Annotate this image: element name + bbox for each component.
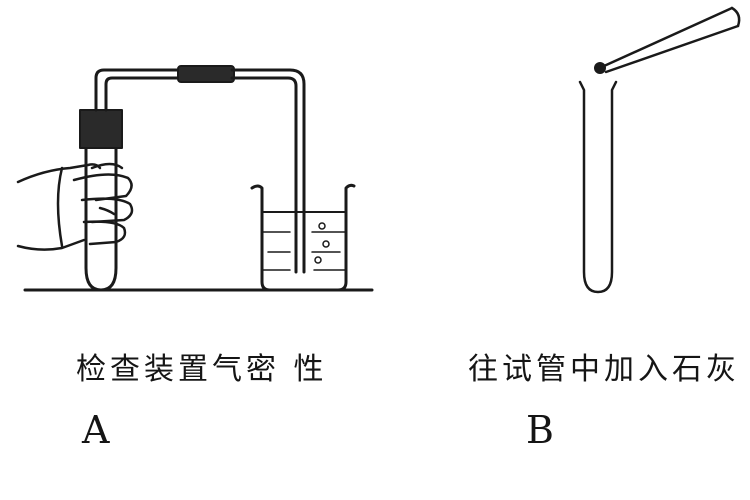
test-tube-b	[578, 80, 618, 294]
delivery-tube	[230, 68, 306, 274]
water-hatching	[261, 231, 347, 271]
rubber-stopper	[79, 109, 123, 149]
limestone-lump	[594, 62, 606, 74]
hand	[16, 162, 134, 251]
panel-b-caption: 往试管中加入石灰	[468, 352, 740, 387]
bubble	[318, 222, 326, 230]
panel-a-letter: A	[82, 408, 110, 452]
panel-a-apparatus	[16, 65, 374, 292]
beaker	[250, 183, 356, 292]
panel-b-letter: B	[526, 408, 554, 452]
bubble	[314, 256, 322, 264]
panel-a-caption: 检查装置气密 性	[76, 352, 328, 387]
rubber-connector	[177, 65, 235, 83]
test-tube-a	[84, 122, 118, 292]
tweezers	[602, 6, 734, 68]
stopper-tube	[94, 68, 182, 112]
panel-b-apparatus	[578, 6, 741, 294]
bubble	[322, 240, 330, 248]
